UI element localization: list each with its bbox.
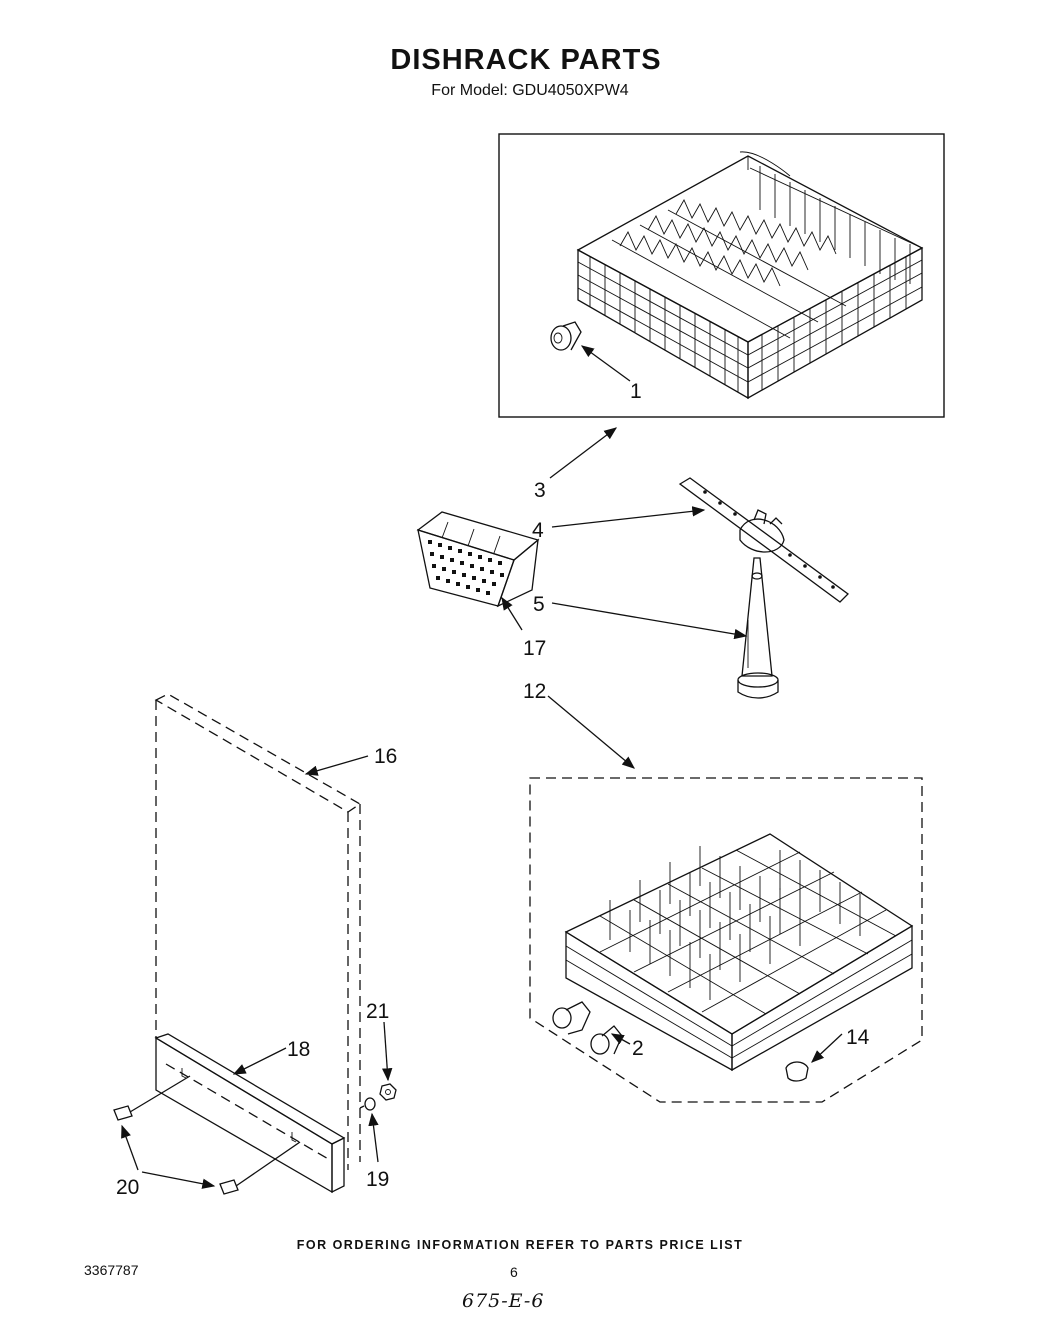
upper-spray-arm [678,477,849,603]
callout-21: 21 [366,1000,389,1023]
spray-arm-feed-tube [737,557,779,699]
leader-2 [610,1033,631,1045]
callout-5: 5 [533,593,545,616]
handwritten-note: 675-E-6 [462,1290,545,1312]
callout-1: 1 [630,380,642,403]
leader-3 [549,427,618,479]
screw-path-lower [235,1141,301,1187]
callout-20: 20 [116,1176,139,1199]
callout-18: 18 [287,1038,310,1061]
callout-12: 12 [523,680,546,703]
leader-16 [304,755,369,776]
screw-path-upper [129,1075,191,1113]
callout-2: 2 [632,1037,644,1060]
leader-1 [580,345,631,382]
callout-3: 3 [534,479,546,502]
upper-rack-wheel [550,321,582,351]
leader-4 [551,506,706,528]
page-number: 6 [510,1264,518,1280]
leader-18 [232,1047,287,1075]
callout-4: 4 [532,519,544,542]
washer-and-nut [359,1083,397,1111]
lower-rack-wheels [552,1001,623,1055]
leader-5 [551,602,748,640]
ordering-info-note: FOR ORDERING INFORMATION REFER TO PARTS … [296,1238,744,1252]
toe-panel [154,1033,346,1194]
upper-rack-group-box [498,133,945,418]
leader-20a [121,1124,139,1171]
lower-dishrack [564,833,914,1072]
callout-17: 17 [523,637,546,660]
leader-14 [811,1033,843,1063]
callout-16: 16 [374,745,397,768]
callout-14: 14 [846,1026,870,1049]
door-panel [154,693,362,1170]
upper-dishrack [576,151,924,400]
lower-rack-group-box [529,777,923,1103]
model-subtitle: For Model: GDU4050XPW4 [431,82,629,99]
leader-12 [547,695,635,769]
leader-19 [368,1112,379,1163]
leader-20b [141,1171,216,1189]
document-number: 3367787 [84,1262,139,1278]
leader-17 [501,596,523,631]
page-title: DISHRACK PARTS [390,44,662,76]
rack-end-cap [785,1061,809,1082]
leader-21 [382,1021,393,1082]
silverware-basket [416,511,540,608]
toe-panel-screws [113,1105,239,1195]
callout-19: 19 [366,1168,389,1191]
